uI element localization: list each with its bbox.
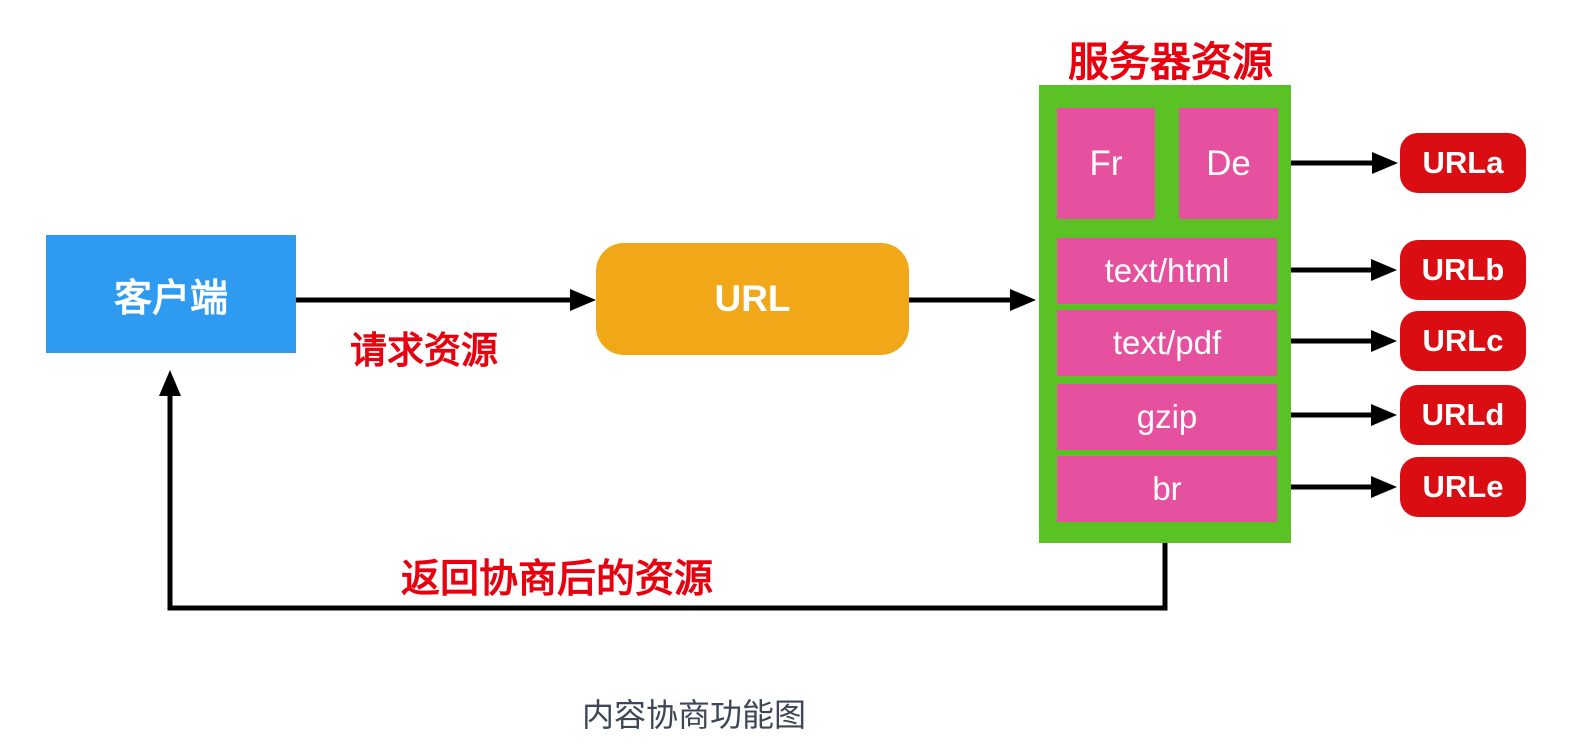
result-label: URLe — [1422, 469, 1504, 504]
return-label: 返回协商后的资源 — [401, 558, 714, 601]
result-node-urle: URLe — [1400, 457, 1526, 517]
resource-node-texthtml: text/html — [1057, 238, 1277, 304]
resource-node-br: br — [1057, 456, 1277, 522]
arrow-server-return-to-client — [159, 370, 1168, 611]
result-label: URLd — [1421, 397, 1505, 432]
resource-label: Fr — [1089, 143, 1123, 183]
result-label: URLa — [1422, 145, 1504, 180]
resource-label: br — [1152, 470, 1182, 507]
request-label: 请求资源 — [350, 330, 498, 371]
resource-node-de: De — [1179, 108, 1278, 219]
arrow-texthtml-to-urlb — [1277, 259, 1397, 281]
client-label: 客户端 — [113, 277, 228, 320]
resource-label: gzip — [1136, 398, 1198, 435]
resource-label: text/pdf — [1112, 324, 1222, 361]
arrow-client-to-url — [296, 289, 596, 311]
result-label: URLc — [1422, 323, 1504, 358]
arrow-de-to-urla — [1278, 152, 1398, 174]
url-node: URL — [596, 243, 909, 355]
server-resources-container: Fr De text/html text/pdf gzip br — [1039, 85, 1291, 543]
arrow-br-to-urle — [1277, 476, 1397, 498]
result-node-urld: URLd — [1400, 385, 1526, 445]
resource-label: text/html — [1104, 252, 1230, 289]
client-node: 客户端 — [46, 235, 296, 353]
resource-label: De — [1206, 143, 1251, 183]
diagram-caption: 内容协商功能图 — [582, 697, 807, 733]
arrow-url-to-server — [909, 289, 1036, 311]
result-node-urla: URLa — [1400, 133, 1526, 193]
result-node-urlc: URLc — [1400, 311, 1526, 371]
result-label: URLb — [1421, 252, 1505, 287]
resource-node-textpdf: text/pdf — [1057, 310, 1277, 376]
server-resources-title: 服务器资源 — [1068, 39, 1273, 85]
resource-node-gzip: gzip — [1057, 384, 1277, 450]
url-label: URL — [714, 278, 791, 319]
resource-node-fr: Fr — [1057, 108, 1155, 219]
arrow-gzip-to-urld — [1277, 404, 1397, 426]
result-node-urlb: URLb — [1400, 240, 1526, 300]
arrow-textpdf-to-urlc — [1277, 330, 1397, 352]
